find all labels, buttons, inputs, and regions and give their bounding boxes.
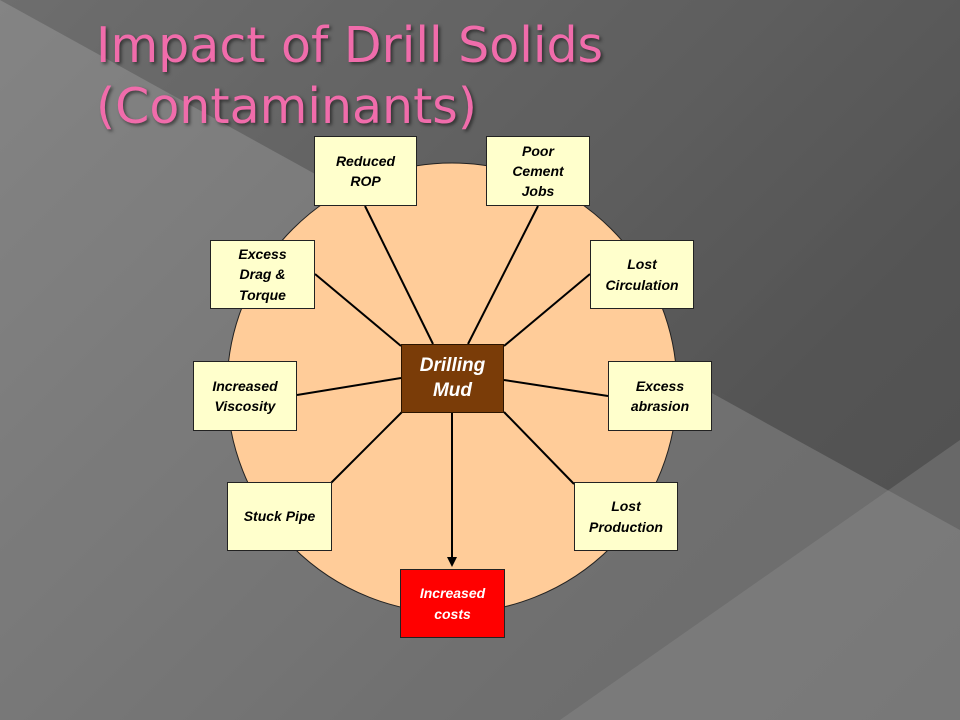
node-reduced-rop: Reduced ROP xyxy=(314,136,417,206)
connector-reduced-rop xyxy=(364,205,434,345)
node-lost-production: Lost Production xyxy=(574,482,678,551)
node-lost-circulation: Lost Circulation xyxy=(590,240,694,309)
slide-title-line-2: (Contaminants) xyxy=(96,78,477,135)
node-excess-abrasion: Excess abrasion xyxy=(608,361,712,431)
connector-increased-viscosity xyxy=(296,377,402,396)
node-increased-costs: Increased costs xyxy=(400,569,505,638)
connector-excess-drag-torque xyxy=(314,273,402,347)
node-increased-viscosity: Increased Viscosity xyxy=(193,361,297,431)
node-stuck-pipe: Stuck Pipe xyxy=(227,482,332,551)
connector-lost-circulation xyxy=(503,273,591,347)
node-excess-drag-torque: Excess Drag & Torque xyxy=(210,240,315,309)
node-poor-cement-jobs: Poor Cement Jobs xyxy=(486,136,590,206)
connector-stuck-pipe xyxy=(329,411,403,485)
connector-poor-cement-jobs xyxy=(467,205,539,345)
connector-lost-production xyxy=(503,411,575,485)
drilling-mud-node: Drilling Mud xyxy=(401,344,504,413)
connector-excess-abrasion xyxy=(503,379,609,397)
slide-title-line-1: Impact of Drill Solids xyxy=(96,17,604,74)
